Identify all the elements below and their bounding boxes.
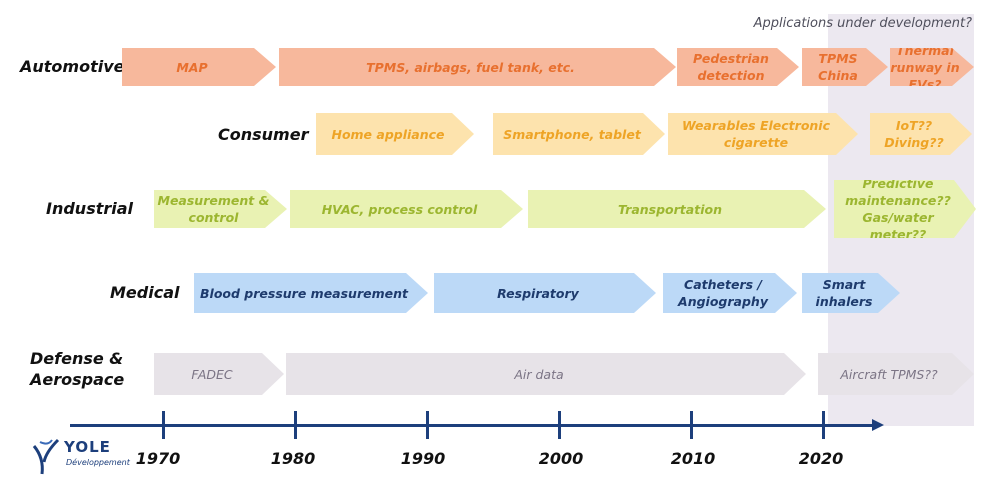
year-label-1980: 1980 [270, 449, 316, 468]
year-label-1990: 1990 [400, 449, 446, 468]
year-label-2010: 2010 [670, 449, 716, 468]
year-label-1970: 1970 [135, 449, 181, 468]
year-label-2020: 2020 [798, 449, 844, 468]
logo-name: YOLE [64, 438, 111, 456]
defense-arrow-air-data-label: Air data [514, 366, 564, 382]
consumer-arrow-smartphone-tablet: Smartphone, tablet [493, 113, 665, 155]
industrial-arrow-transportation: Transportation [528, 190, 826, 228]
industrial-arrow-hvac: HVAC, process control [290, 190, 523, 228]
timeline-arrowhead-icon [872, 419, 884, 431]
sector-medical: Medical [110, 283, 180, 302]
consumer-arrow-iot-diving: IoT?? Diving?? [870, 113, 972, 155]
sector-defense-aerospace: Defense & Aerospace [30, 349, 125, 389]
timeline-axis [70, 424, 878, 427]
defense-arrow-aircraft-tpms: Aircraft TPMS?? [818, 353, 974, 395]
applications-under-development-label: Applications under development? [753, 16, 972, 31]
defense-arrow-fadec: FADEC [154, 353, 284, 395]
sector-automotive: Automotive [20, 57, 125, 76]
sector-industrial: Industrial [46, 199, 134, 218]
industrial-arrow-measurement-control: Measurement & control [154, 190, 287, 228]
automotive-arrow-pedestrian-detection: Pedestrian detection [677, 48, 799, 86]
yole-logo: YOLE Développement [30, 436, 130, 480]
medical-arrow-smart-inhalers: Smart inhalers [802, 273, 900, 313]
year-label-2000: 2000 [538, 449, 584, 468]
consumer-arrow-wearables: Wearables Electronic cigarette [668, 113, 858, 155]
automotive-arrow-map: MAP [122, 48, 276, 86]
yole-logo-mark-icon [32, 438, 60, 475]
defense-arrow-fadec-label: FADEC [191, 366, 233, 382]
consumer-arrow-home-appliance: Home appliance [316, 113, 474, 155]
medical-arrow-blood-pressure: Blood pressure measurement [194, 273, 428, 313]
tick-1990 [426, 411, 429, 439]
industrial-arrow-predictive-maintenance: Predictive maintenance?? Gas/water meter… [834, 180, 976, 238]
medical-arrow-catheters-angiography: Catheters / Angiography [663, 273, 797, 313]
tick-1970 [162, 411, 165, 439]
tick-2020 [822, 411, 825, 439]
tick-2010 [690, 411, 693, 439]
automotive-arrow-tpms-airbags: TPMS, airbags, fuel tank, etc. [279, 48, 676, 86]
tick-2000 [558, 411, 561, 439]
sector-consumer: Consumer [218, 125, 309, 144]
defense-arrow-aircraft-tpms-label: Aircraft TPMS?? [840, 366, 938, 382]
logo-subtitle: Développement [66, 458, 130, 467]
tick-1980 [294, 411, 297, 439]
medical-arrow-respiratory: Respiratory [434, 273, 656, 313]
defense-arrow-air-data: Air data [286, 353, 806, 395]
